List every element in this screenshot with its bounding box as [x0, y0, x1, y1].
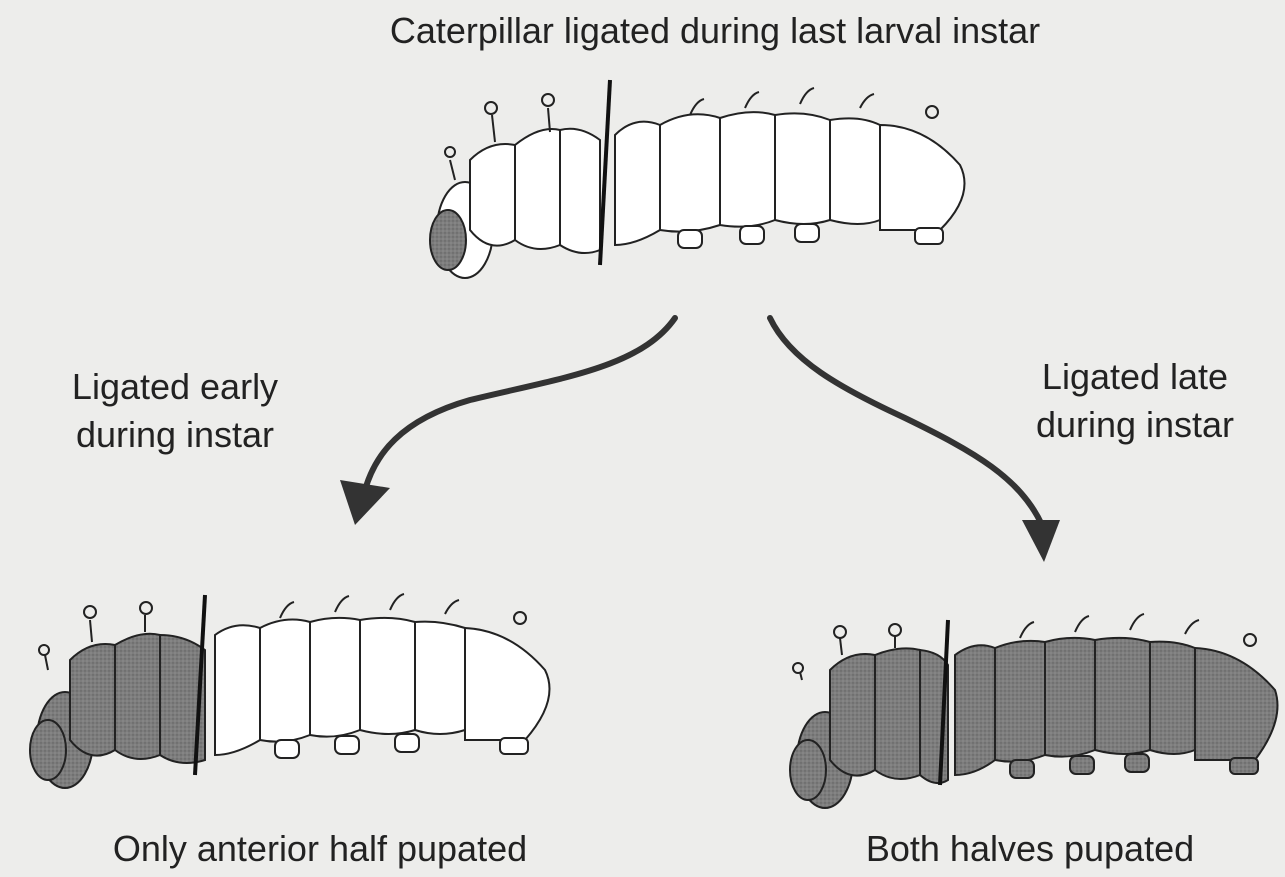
arrow-early [340, 318, 675, 525]
caterpillar-top-anterior [430, 94, 600, 278]
arrowhead-early [340, 480, 390, 525]
arrow-late [770, 318, 1060, 562]
caterpillar-late-anterior [790, 624, 948, 808]
caterpillar-early [30, 594, 550, 788]
caterpillar-top [430, 80, 965, 278]
ligature-top [600, 80, 610, 265]
caterpillar-early-anterior [30, 602, 205, 788]
arrowhead-late [1022, 520, 1060, 562]
caterpillar-late [790, 614, 1278, 808]
caterpillar-top-posterior [615, 88, 965, 248]
caterpillar-early-posterior [215, 594, 550, 758]
caterpillar-late-posterior [955, 614, 1278, 778]
